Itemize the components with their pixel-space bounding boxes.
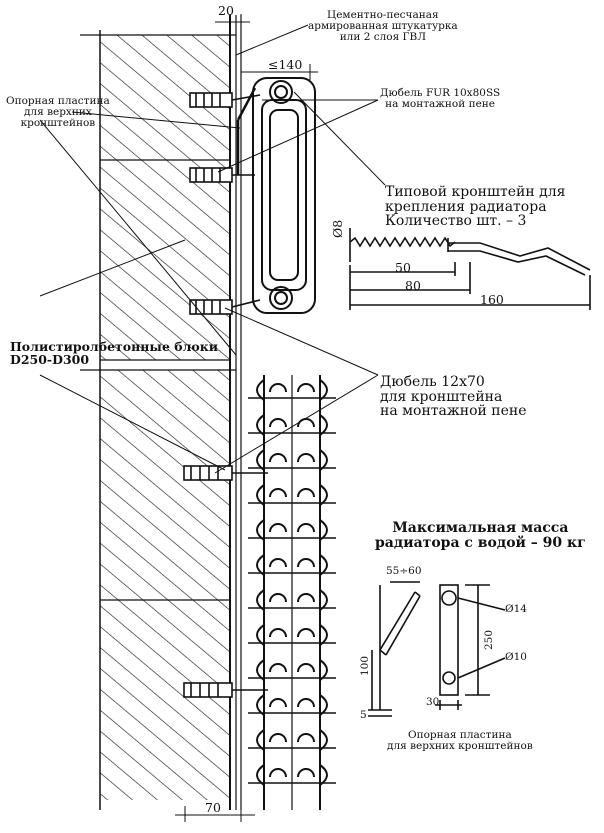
plate-top-line-2: для верхних — [23, 106, 92, 119]
plate-top-line-1: Опорная пластина — [6, 95, 110, 107]
plate-bottom-line-2: для верхних кронштейнов — [387, 740, 533, 753]
dowel-12-line-2: для кронштейна — [380, 388, 503, 405]
radiator-sections-column — [248, 375, 336, 810]
plaster-line-2: армированная штукатурка — [308, 20, 458, 33]
dim-140 — [240, 64, 318, 80]
dim-160-label: 160 — [480, 292, 504, 307]
dim-140-label: ≤140 — [268, 57, 303, 72]
dowel-fur-line-2: на монтажной пене — [385, 98, 496, 111]
dim-d10-label: Ø10 — [505, 651, 527, 663]
bracket-line-2: крепления радиатора — [385, 198, 547, 215]
support-plate-detail — [368, 581, 506, 717]
dowel-fur-line-1: Дюбель FUR 10x80SS — [380, 87, 501, 99]
plate-top-note: Опорная пластина для верхних кронштейнов — [6, 95, 110, 130]
dim-20-label: 20 — [218, 3, 234, 18]
leader-lines — [39, 24, 386, 474]
bracket-note: Типовой кронштейн для крепления радиатор… — [385, 185, 566, 229]
dowel-fur-note: Дюбель FUR 10x80SS на монтажной пене — [380, 87, 501, 111]
bracket-detail — [349, 228, 591, 310]
dim-100-label: 100 — [359, 655, 371, 676]
dim-80-label: 80 — [405, 278, 421, 293]
blocks-line-1: Полистиролбетонные блоки — [10, 339, 219, 354]
dim-50-label: 50 — [395, 260, 411, 275]
dim-20 — [215, 14, 250, 28]
dim-30-label: 30 — [426, 696, 440, 708]
wall-section — [80, 15, 242, 810]
plate-bottom-note: Опорная пластина для верхних кронштейнов — [387, 729, 533, 753]
dim-70-label: 70 — [205, 800, 221, 815]
upper-brackets — [189, 87, 261, 315]
plaster-note: Цементно-песчаная армированная штукатурк… — [308, 9, 458, 44]
bracket-line-1: Типовой кронштейн для — [385, 184, 566, 200]
mass-line-1: Максимальная масса — [392, 520, 569, 536]
plate-top-line-3: кронштейнов — [20, 117, 96, 130]
blocks-note: Полистиролбетонные блоки D250-D300 — [10, 340, 218, 366]
dim-d14-label: Ø14 — [505, 603, 527, 615]
plate-bottom-line-1: Опорная пластина — [408, 729, 512, 741]
dim-250-label: 250 — [483, 629, 495, 650]
radiator-side-view — [252, 77, 316, 314]
dowel-12-note: Дюбель 12х70 для кронштейна на монтажной… — [380, 375, 527, 419]
dowel-12-line-1: Дюбель 12х70 — [380, 374, 485, 390]
plaster-line-1: Цементно-песчаная — [327, 9, 439, 21]
dim-5-label: 5 — [360, 709, 367, 721]
mass-line-2: радиатора с водой – 90 кг — [375, 534, 586, 551]
plaster-line-3: или 2 слоя ГВЛ — [339, 31, 426, 44]
blocks-line-2: D250-D300 — [10, 352, 90, 368]
dowel-12-line-3: на монтажной пене — [380, 403, 527, 420]
mass-note: Максимальная масса радиатора с водой – 9… — [375, 521, 586, 550]
dim-55-60-label: 55÷60 — [386, 565, 422, 577]
dim-70 — [175, 806, 255, 822]
dim-d8-label: Ø8 — [330, 219, 345, 238]
bracket-line-3: Количество шт. – 3 — [385, 213, 527, 230]
